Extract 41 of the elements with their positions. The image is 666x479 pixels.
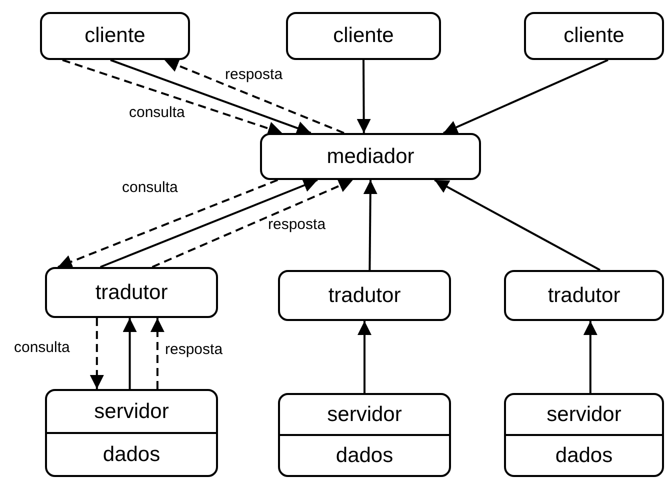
dashed-arrow <box>58 179 278 268</box>
edge-label: resposta <box>267 217 327 234</box>
node-label: tradutor <box>548 284 620 308</box>
node-label: servidor <box>546 402 622 426</box>
process-box <box>278 270 451 321</box>
node-label: cliente <box>333 24 394 48</box>
dashed-arrow <box>152 179 354 268</box>
node-label: tradutor <box>328 284 401 308</box>
dashed-arrow <box>90 318 104 389</box>
node-sublabel: dados <box>336 444 394 468</box>
process-box <box>286 12 441 60</box>
server-box <box>504 393 664 477</box>
process-box <box>45 267 218 318</box>
edge-label: resposta <box>164 342 224 358</box>
process-box <box>40 12 190 60</box>
server-box <box>278 393 451 477</box>
arrow <box>443 59 608 134</box>
node-label: servidor <box>327 402 402 426</box>
node-label: tradutor <box>95 280 168 304</box>
node-label: cliente <box>564 24 624 48</box>
dashed-arrow <box>150 318 164 389</box>
process-box <box>260 133 481 180</box>
dashed-arrow <box>62 59 282 136</box>
arrow <box>100 178 318 268</box>
process-box <box>504 270 664 321</box>
arrow <box>358 321 372 393</box>
node-label: servidor <box>94 400 169 424</box>
arrow <box>122 318 137 389</box>
dashed-arrow <box>164 58 344 134</box>
arrow <box>356 60 371 133</box>
process-box <box>524 12 664 60</box>
server-box <box>45 389 218 477</box>
arrow <box>434 179 600 271</box>
node-sublabel: dados <box>555 444 613 468</box>
arrow <box>363 180 378 270</box>
arrow <box>583 321 598 393</box>
edge-label: resposta <box>224 67 284 84</box>
node-label: cliente <box>84 24 146 48</box>
node-label: mediador <box>326 144 414 168</box>
arrow <box>110 59 312 135</box>
node-sublabel: dados <box>102 442 160 466</box>
